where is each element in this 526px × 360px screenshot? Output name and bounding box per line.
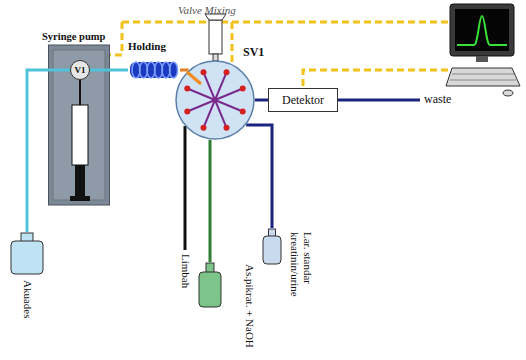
node-label: As.pikrat. + NaOH (243, 264, 256, 348)
water-bottle: Akuades (10, 232, 44, 350)
tubing-line (246, 125, 272, 228)
node-label: Lar. standar kreatinin/urine (288, 232, 314, 324)
node-label: V1 (71, 61, 89, 79)
picrate-bottle: As.pikrat. + NaOH (198, 262, 258, 352)
detector-box: Detektor (268, 88, 338, 112)
water-bottle-art (10, 232, 44, 276)
node-label: Syringe pump (42, 30, 105, 43)
standard-bottle-art (262, 228, 282, 266)
selection-valve-art (175, 60, 255, 140)
control-label: Valve Mixing (178, 4, 236, 17)
syringe-pump: Syringe pumpV1 (48, 30, 110, 205)
node-label: Detektor (269, 89, 337, 111)
node-label: Holding (128, 40, 166, 53)
syringe-pump-art (48, 30, 110, 206)
node-label: SV1 (243, 46, 264, 59)
tubing-line (209, 140, 212, 262)
tubing-line (180, 69, 189, 72)
outlet-label: Limbah (179, 254, 192, 288)
picrate-bottle-art (198, 262, 222, 309)
outlet-label: waste (424, 93, 451, 106)
tubing-line (90, 69, 128, 72)
tubing-line (255, 99, 268, 102)
node-label: Akuades (21, 280, 34, 319)
selection-valve: SV1 (175, 60, 255, 140)
valve-v1: V1 (70, 60, 90, 80)
standard-bottle: Lar. standar kreatinin/urine (262, 228, 332, 348)
holding-coil: Holding (128, 40, 180, 78)
